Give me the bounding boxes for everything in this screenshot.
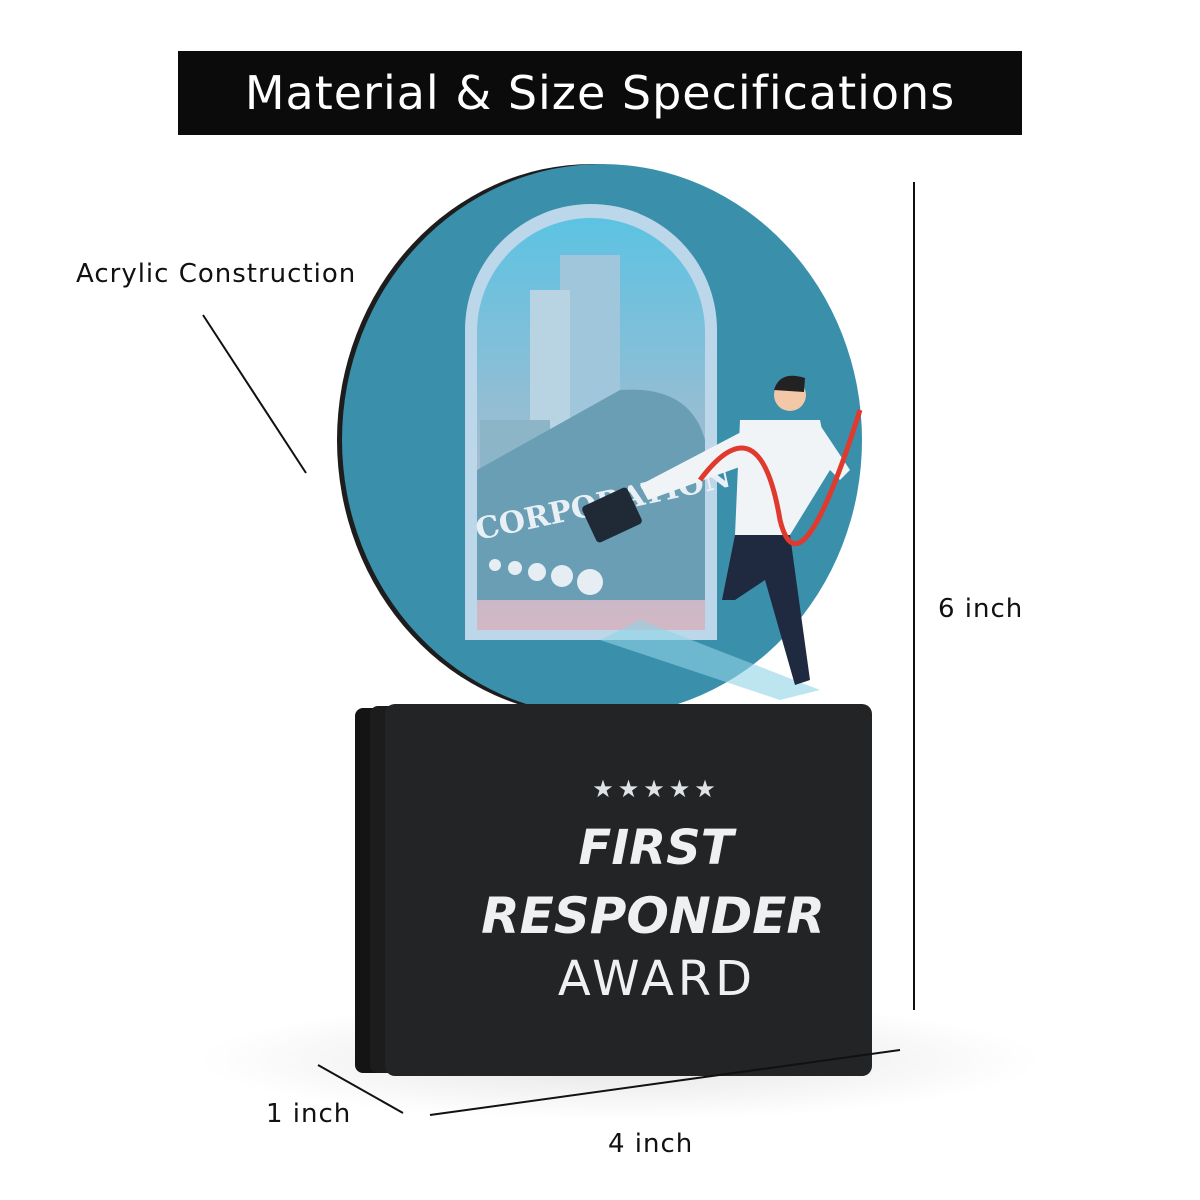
award-base xyxy=(385,704,872,1076)
award-line-1: FIRST xyxy=(579,820,737,876)
train xyxy=(477,389,705,600)
depth-dimension-line xyxy=(317,1064,404,1114)
stars-icon: ★★★★★ xyxy=(592,775,720,803)
material-pointer-line xyxy=(202,314,307,474)
width-label: 4 inch xyxy=(608,1129,694,1159)
width-dimension-line xyxy=(429,1049,901,1116)
title-banner: Material & Size Specifications xyxy=(178,51,1022,135)
briefcase xyxy=(582,487,642,543)
height-label: 6 inch xyxy=(938,594,1024,624)
award-line-3: AWARD xyxy=(558,951,756,1007)
depth-label: 1 inch xyxy=(266,1099,352,1129)
running-businessman xyxy=(582,375,863,685)
award-line-2: RESPONDER xyxy=(481,887,825,945)
material-label: Acrylic Construction xyxy=(76,259,357,289)
page-title: Material & Size Specifications xyxy=(244,66,956,120)
